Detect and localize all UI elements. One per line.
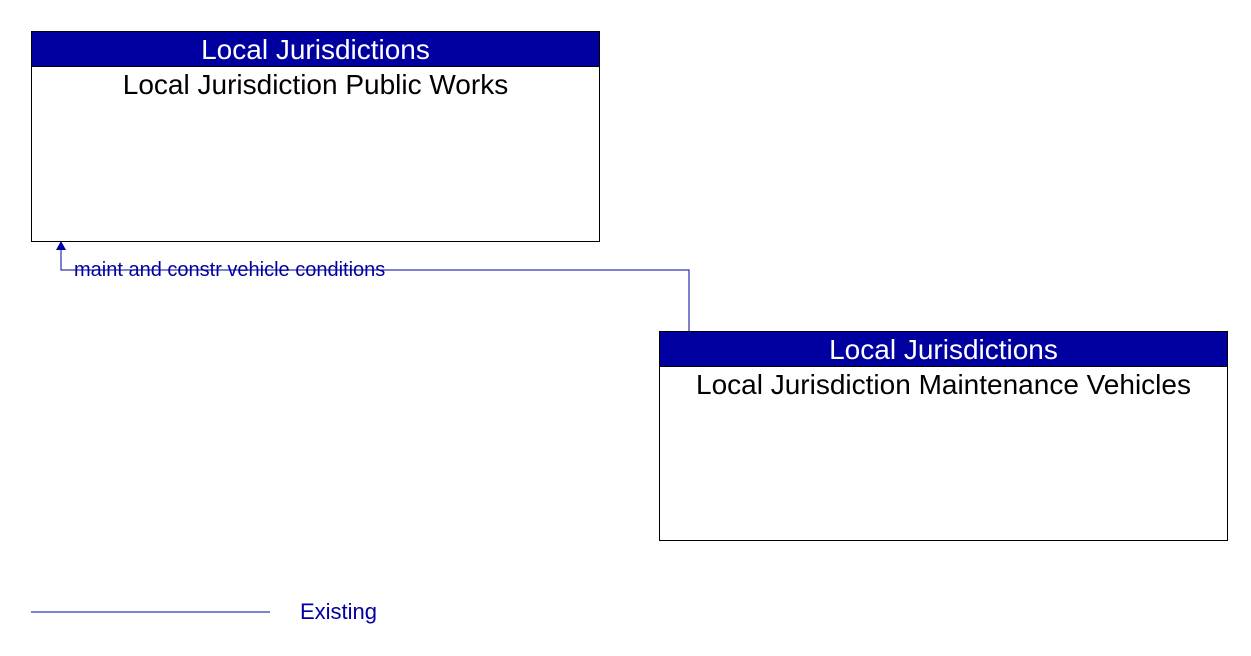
flow-line[interactable] (60, 250, 690, 331)
node-public-works[interactable]: Local Jurisdictions Local Jurisdiction P… (31, 31, 600, 242)
node-name-label: Local Jurisdiction Maintenance Vehicles (696, 369, 1191, 400)
arrowhead-icon (56, 241, 66, 250)
node-name-label: Local Jurisdiction Public Works (122, 69, 509, 100)
node-maintenance-vehicles[interactable]: Local Jurisdictions Local Jurisdiction M… (659, 331, 1228, 541)
legend-label-existing: Existing (300, 599, 378, 624)
node-category-label: Local Jurisdictions (660, 332, 1227, 367)
node-category-label: Local Jurisdictions (32, 32, 599, 67)
flow-label: maint and constr vehicle conditions (74, 259, 386, 281)
